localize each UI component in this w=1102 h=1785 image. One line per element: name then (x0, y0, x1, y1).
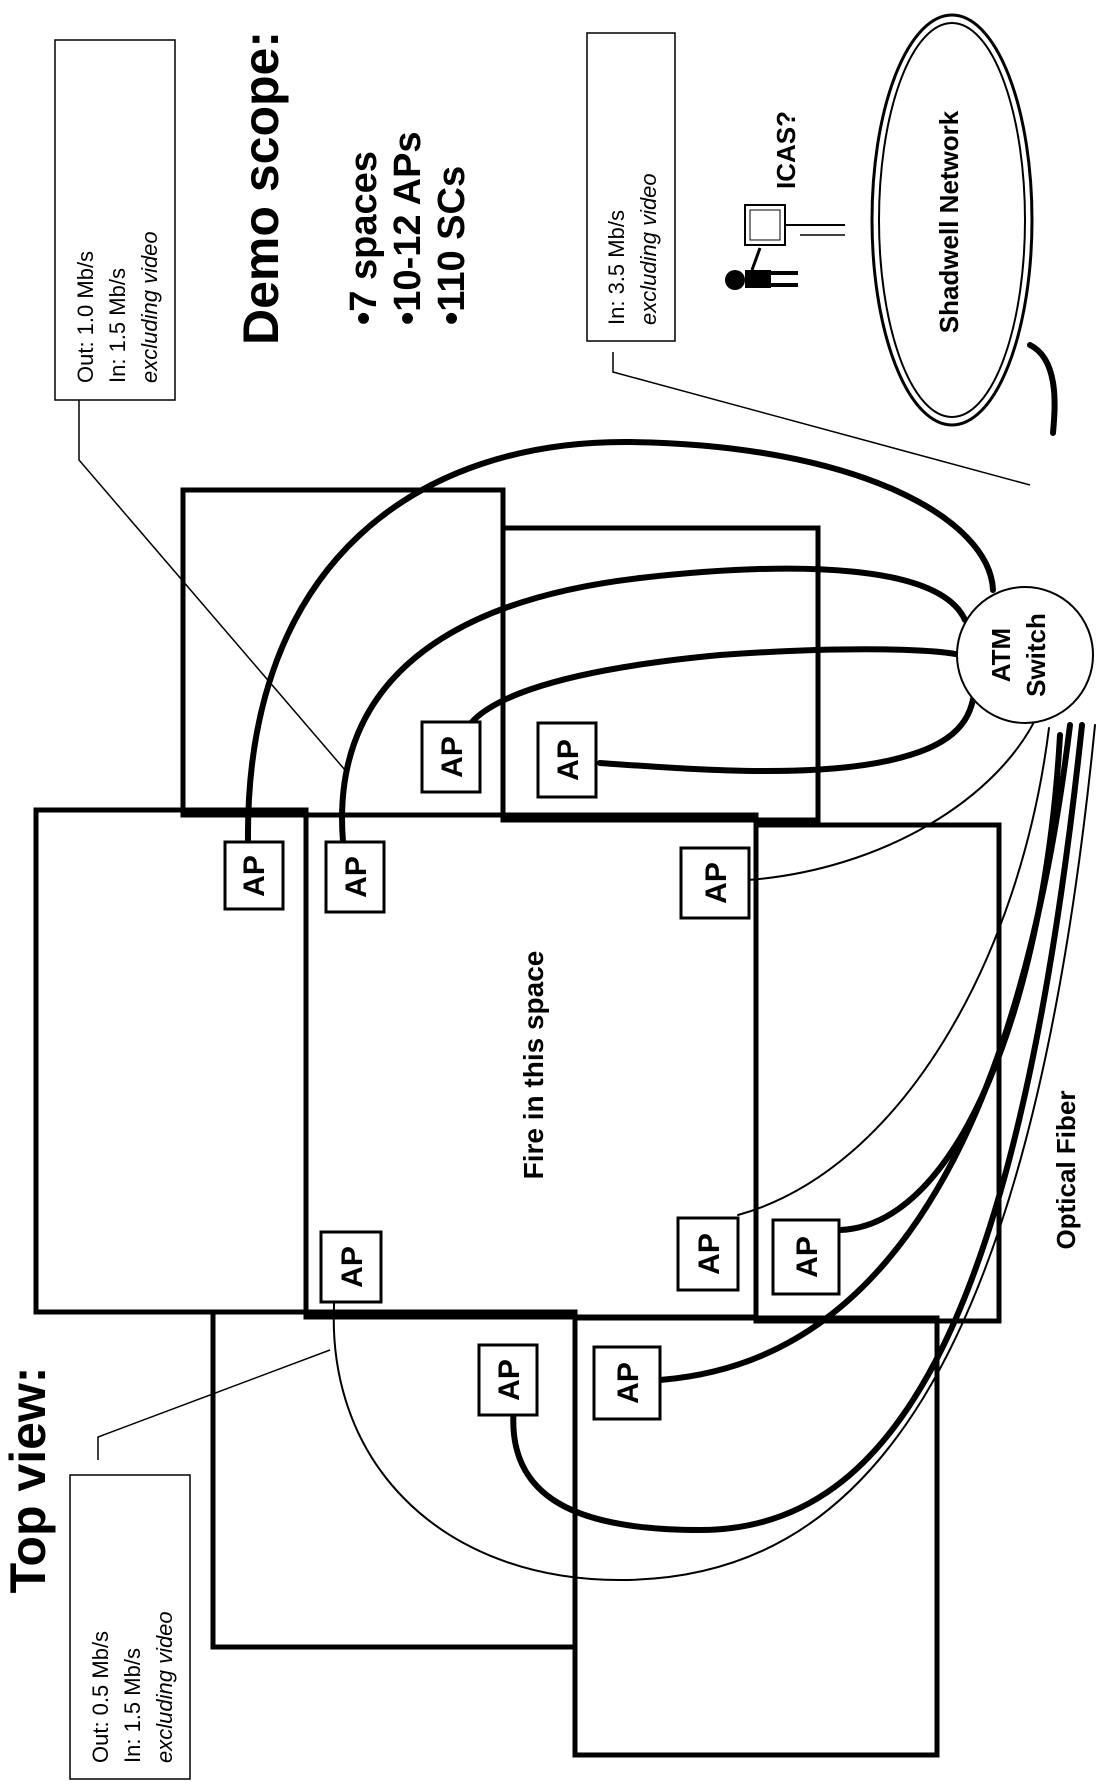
atm-switch-label: Switch (1021, 613, 1051, 697)
leader-lines (78, 234, 1031, 1460)
svg-text:In: 3.5 Mb/s: In: 3.5 Mb/s (604, 210, 629, 325)
shadwell-network-label: Shadwell Network (934, 110, 964, 333)
access-point: AP (676, 1216, 740, 1292)
fiber-cable (597, 677, 978, 774)
demo-scope-bullet: •7 spaces (343, 151, 385, 325)
callout-upper-left: Out: 1.0 Mb/s In: 1.5 Mb/s excluding vid… (54, 39, 176, 401)
svg-text:AP: AP (336, 1246, 369, 1288)
demo-scope-bullet: •10-12 APs (387, 131, 429, 325)
access-point: AP (679, 846, 751, 920)
svg-text:excluding video: excluding video (137, 231, 162, 383)
access-point: AP (324, 840, 386, 914)
fire-label: Fire in this space (518, 951, 549, 1180)
svg-text:Out: 0.5 Mb/s: Out: 0.5 Mb/s (88, 1631, 113, 1763)
svg-text:AP: AP (238, 855, 271, 897)
copper-cable (332, 724, 1096, 1582)
access-point: AP (420, 720, 482, 794)
copper-cable (737, 727, 1050, 1216)
space-lower-right (572, 1315, 940, 1758)
fiber-cable (657, 722, 1073, 1383)
svg-text:AP: AP (612, 1362, 645, 1404)
demo-scope-bullet: •110 SCs (431, 166, 473, 325)
optical-fiber-label: Optical Fiber (1051, 1091, 1081, 1250)
icas-label: ICAS? (771, 111, 801, 189)
access-point: AP (223, 840, 285, 911)
callout-lower: Out: 0.5 Mb/s In: 1.5 Mb/s excluding vid… (69, 1474, 191, 1780)
person-icon (725, 247, 798, 290)
fiber-cable (510, 722, 1085, 1534)
top-view-label: Top view: (0, 1367, 56, 1594)
svg-text:AP: AP (552, 739, 585, 781)
shadwell-network: Shadwell Network (870, 13, 1034, 427)
copper-cable (747, 709, 1041, 881)
access-point: AP (319, 1230, 383, 1304)
svg-text:Out: 1.0 Mb/s: Out: 1.0 Mb/s (73, 251, 98, 383)
atm-switch-label: ATM (986, 628, 1016, 682)
access-points: AP AP AP AP AP AP AP AP (223, 720, 841, 1421)
svg-text:AP: AP (791, 1236, 824, 1278)
svg-text:excluding video: excluding video (636, 173, 661, 325)
svg-text:AP: AP (493, 1359, 526, 1401)
atm-switch: ATM Switch (956, 586, 1094, 724)
icas-workstation: ICAS? (725, 111, 845, 290)
svg-text:AP: AP (700, 862, 733, 904)
svg-text:AP: AP (436, 736, 469, 778)
space-right (753, 822, 1002, 1324)
fiber-cable (457, 646, 963, 749)
svg-text:AP: AP (340, 856, 373, 898)
fiber-cable (1027, 342, 1058, 436)
access-point: AP (771, 1218, 841, 1296)
fiber-cable (244, 438, 996, 845)
access-point: AP (477, 1343, 539, 1417)
svg-text:In: 1.5 Mb/s: In: 1.5 Mb/s (120, 1648, 145, 1763)
callout-upper-right: In: 3.5 Mb/s excluding video (586, 32, 676, 342)
computer-icon (744, 204, 845, 246)
demo-scope: Demo scope: •7 spaces •10-12 APs •110 SC… (233, 31, 473, 345)
access-point: AP (536, 721, 598, 799)
svg-text:AP: AP (693, 1233, 726, 1275)
svg-text:excluding video: excluding video (152, 1611, 177, 1763)
space-upper-right (500, 525, 821, 823)
fiber-cables (244, 342, 1096, 1582)
fiber-cable (837, 732, 1063, 1233)
access-point: AP (592, 1345, 662, 1421)
demo-scope-title: Demo scope: (233, 31, 289, 345)
fiber-cable (339, 565, 968, 845)
svg-text:In: 1.5 Mb/s: In: 1.5 Mb/s (105, 268, 130, 383)
